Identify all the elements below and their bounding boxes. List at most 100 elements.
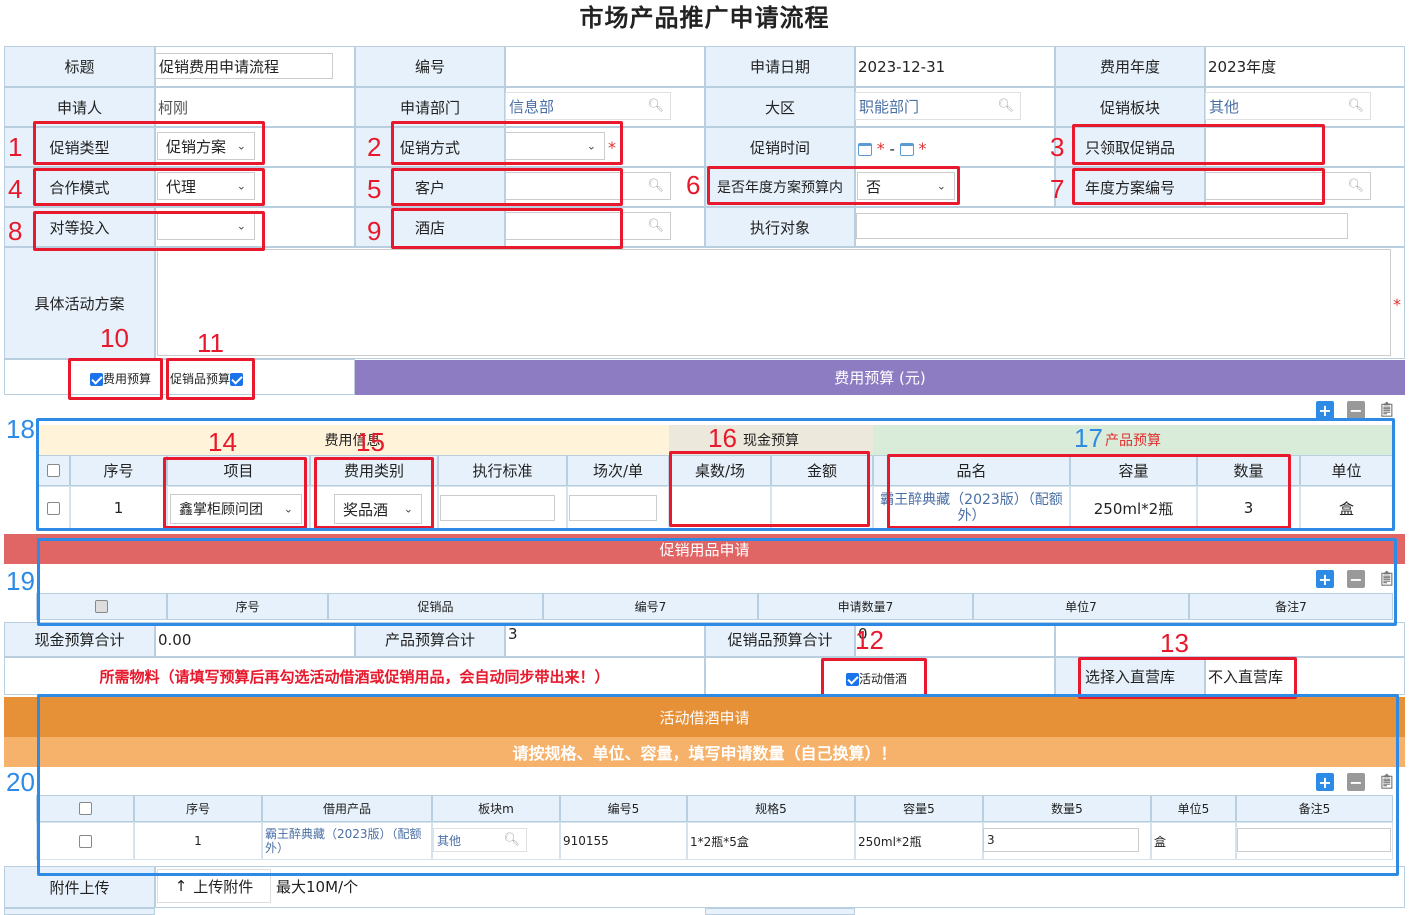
marker-19: 19	[6, 566, 35, 596]
coop-mode-value: 代理	[166, 177, 197, 196]
fee-budget-checkbox[interactable]: 费用预算	[90, 370, 151, 387]
annual-plan-input[interactable]: 🔍︎	[1205, 172, 1371, 200]
borrow-col-product: 借用产品	[262, 795, 432, 822]
copy-icon[interactable]: 📋︎	[1378, 774, 1396, 790]
borrow-row-code: 910155	[560, 822, 687, 860]
category-value: 奖品酒	[343, 500, 389, 519]
promo-time-range[interactable]: * - *	[855, 127, 1055, 167]
remove-row-button[interactable]: −	[1347, 773, 1365, 792]
bottom-cell-left	[4, 908, 155, 915]
marker-3: 3	[1050, 132, 1065, 162]
promo-type-label: 促销类型	[4, 127, 155, 167]
col-product: 品名	[873, 455, 1070, 486]
gift-budget-checkbox[interactable]: 促销品预算	[170, 370, 244, 387]
borrow-sector-input[interactable]: 其他🔍︎	[433, 828, 527, 852]
row-tables-cell[interactable]	[669, 486, 771, 530]
row-unit: 盒	[1300, 486, 1393, 530]
attachment-cell	[155, 866, 1405, 908]
search-icon[interactable]: 🔍︎	[647, 218, 664, 234]
activity-plan-textarea[interactable]	[157, 249, 1391, 356]
product-budget-group: 产品预算	[873, 425, 1393, 455]
marker-6: 6	[686, 170, 701, 200]
activity-plan-label: 具体活动方案	[4, 247, 155, 359]
borrow-row-product[interactable]: 霸王醉典藏（2023版）（配额外）	[262, 822, 432, 860]
customer-label: 客户	[355, 167, 505, 207]
marker-11: 11	[197, 328, 224, 358]
marker-13: 13	[1160, 628, 1189, 658]
number-label: 编号	[355, 46, 505, 87]
standard-input[interactable]	[440, 495, 555, 521]
sector-input[interactable]: 其他🔍︎	[1205, 92, 1371, 120]
borrow-select-all	[36, 795, 134, 822]
in-budget-select[interactable]: 否⌄	[857, 172, 955, 200]
marker-18: 18	[6, 414, 35, 444]
item-value: 鑫掌柜顾问团	[179, 502, 263, 518]
borrow-col-unit: 单位5	[1151, 795, 1236, 822]
calendar-icon[interactable]	[858, 143, 872, 156]
search-icon[interactable]: 🔍︎	[997, 98, 1014, 114]
region-input[interactable]: 职能部门🔍︎	[855, 92, 1021, 120]
checkbox[interactable]	[846, 673, 859, 686]
add-row-button[interactable]: +	[1316, 401, 1334, 420]
search-icon[interactable]: 🔍︎	[1347, 98, 1364, 114]
customer-input[interactable]: 🔍︎	[505, 172, 671, 200]
borrow-note-input[interactable]	[1237, 828, 1391, 852]
col-category: 费用类别	[310, 455, 438, 486]
promo-method-select[interactable]: ⌄	[505, 132, 605, 160]
sessions-input[interactable]	[569, 495, 657, 521]
remove-row-button[interactable]: −	[1347, 401, 1365, 420]
borrow-col-spec: 规格5	[687, 795, 855, 822]
search-icon[interactable]: 🔍︎	[647, 98, 664, 114]
only-gift-cell[interactable]	[1205, 127, 1405, 167]
annotation-box	[1078, 657, 1297, 699]
annotation-box	[669, 451, 870, 527]
marker-4: 4	[8, 174, 23, 204]
row-amount-cell[interactable]	[771, 486, 873, 530]
checkbox[interactable]	[78, 802, 92, 815]
checkbox[interactable]	[230, 373, 244, 386]
add-row-button[interactable]: +	[1316, 570, 1334, 589]
product-total-label: 产品预算合计	[355, 622, 505, 657]
calendar-icon[interactable]	[899, 143, 914, 156]
borrow-col-note: 备注5	[1236, 795, 1393, 822]
col-qty: 数量	[1197, 455, 1300, 486]
checkbox[interactable]	[78, 834, 92, 848]
annotation-box	[68, 358, 163, 400]
title-input[interactable]: 促销费用申请流程	[155, 53, 333, 79]
borrow-checkbox[interactable]: 活动借酒	[846, 670, 907, 687]
exec-target-input[interactable]	[856, 213, 1348, 239]
copy-icon[interactable]: 📋︎	[1378, 571, 1396, 587]
checkbox[interactable]	[90, 373, 103, 386]
promo-type-select[interactable]: 促销方案⌄	[157, 132, 255, 160]
checkbox[interactable]	[95, 600, 108, 613]
checkbox[interactable]	[46, 464, 60, 477]
marker-10: 10	[100, 323, 129, 353]
fee-year-value: 2023年度	[1205, 46, 1405, 87]
dept-input[interactable]: 信息部🔍︎	[505, 92, 671, 120]
add-row-button[interactable]: +	[1316, 773, 1334, 792]
annotation-box	[391, 208, 623, 249]
gift-total-value: 0	[855, 622, 1055, 657]
dept-label: 申请部门	[355, 87, 505, 127]
search-icon[interactable]: 🔍︎	[647, 178, 664, 194]
row-product[interactable]: 霸王醉典藏（2023版）（配额外）	[873, 486, 1070, 530]
checkbox[interactable]	[46, 501, 60, 515]
item-select[interactable]: 鑫掌柜顾问团⌄	[170, 494, 302, 524]
equal-invest-select[interactable]: ⌄	[157, 212, 255, 240]
chevron-down-icon: ⌄	[236, 179, 246, 193]
remove-row-button[interactable]: −	[1347, 570, 1365, 589]
annual-plan-label: 年度方案编号	[1055, 167, 1205, 207]
search-icon[interactable]: 🔍︎	[503, 832, 520, 848]
chevron-down-icon: ⌄	[236, 139, 246, 153]
coop-mode-select[interactable]: 代理 ⌄	[157, 172, 255, 200]
sector-label: 促销板块	[1055, 87, 1205, 127]
promo-time-label: 促销时间	[705, 127, 855, 167]
search-icon[interactable]: 🔍︎	[1347, 178, 1364, 194]
hotel-input[interactable]: 🔍︎	[505, 212, 671, 240]
category-select[interactable]: 奖品酒⌄	[334, 494, 422, 524]
annotation-box	[1072, 168, 1325, 205]
borrow-qty-input[interactable]: 3	[983, 828, 1139, 852]
copy-icon[interactable]: 📋︎	[1378, 402, 1396, 418]
marker-8: 8	[8, 216, 23, 246]
borrow-col-sector: 板块m	[432, 795, 560, 822]
